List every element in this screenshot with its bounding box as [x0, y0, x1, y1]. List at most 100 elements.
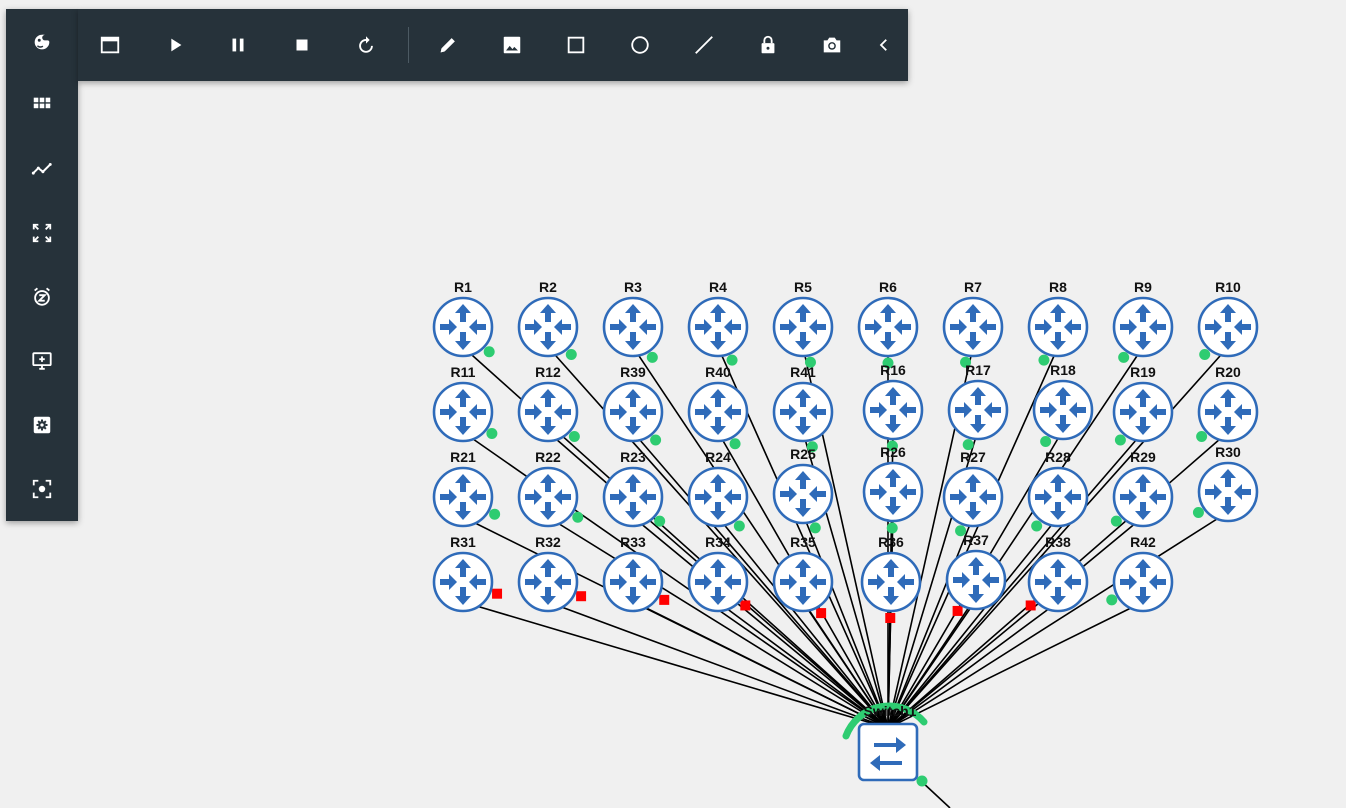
- router-node-r4[interactable]: R4: [687, 279, 749, 358]
- router-label-r4: R4: [709, 279, 727, 295]
- router-icon-r39: [602, 381, 664, 443]
- router-node-r10[interactable]: R10: [1197, 279, 1259, 358]
- link-status-up-r26: [886, 522, 898, 534]
- sidebar: [6, 9, 78, 521]
- router-icon-r1: [432, 296, 494, 358]
- collapse-toolbar-button[interactable]: [864, 25, 904, 65]
- link-status-layer: [483, 346, 1211, 787]
- router-icon-r41: [772, 381, 834, 443]
- router-node-r31[interactable]: R31: [432, 534, 494, 613]
- router-node-r19[interactable]: R19: [1112, 364, 1174, 443]
- insert-image-button[interactable]: [492, 25, 532, 65]
- router-node-r22[interactable]: R22: [517, 449, 579, 528]
- router-node-r20[interactable]: R20: [1197, 364, 1259, 443]
- router-node-r17[interactable]: R17: [947, 362, 1009, 441]
- router-node-r24[interactable]: R24: [687, 449, 749, 528]
- draw-pencil-button[interactable]: [428, 25, 468, 65]
- router-node-r11[interactable]: R11: [432, 364, 494, 443]
- center-focus-button[interactable]: [6, 469, 78, 509]
- router-node-r18[interactable]: R18: [1032, 362, 1094, 441]
- router-node-r9[interactable]: R9: [1112, 279, 1174, 358]
- suspend-all-button[interactable]: [218, 25, 258, 65]
- router-icon-r21: [432, 466, 494, 528]
- link-r27-switch1: [887, 516, 974, 729]
- router-node-r37[interactable]: R37: [945, 532, 1007, 611]
- router-node-r34[interactable]: R34: [687, 534, 749, 613]
- router-label-r5: R5: [794, 279, 812, 295]
- router-node-r8[interactable]: R8: [1027, 279, 1089, 358]
- grid-button[interactable]: [6, 85, 78, 125]
- router-node-r29[interactable]: R29: [1112, 449, 1174, 528]
- router-icon-r22: [517, 466, 579, 528]
- draw-pencil-icon: [437, 34, 459, 56]
- router-node-r32[interactable]: R32: [517, 534, 579, 613]
- router-node-r30[interactable]: R30: [1197, 444, 1259, 523]
- router-node-r25[interactable]: R25: [772, 446, 834, 525]
- router-node-r41[interactable]: R41: [772, 364, 834, 443]
- router-node-r38[interactable]: R38: [1027, 534, 1089, 613]
- router-label-r29: R29: [1130, 449, 1156, 465]
- router-node-r23[interactable]: R23: [602, 449, 664, 528]
- screenshot-icon: [821, 34, 843, 56]
- router-node-r42[interactable]: R42: [1112, 534, 1174, 613]
- router-icon-r8: [1027, 296, 1089, 358]
- router-node-r33[interactable]: R33: [602, 534, 664, 613]
- snooze-alarm-button[interactable]: [6, 277, 78, 317]
- router-node-r28[interactable]: R28: [1027, 449, 1089, 528]
- router-node-r35[interactable]: R35: [772, 534, 834, 613]
- router-node-r6[interactable]: R6: [857, 279, 919, 358]
- router-node-r7[interactable]: R7: [942, 279, 1004, 358]
- router-node-r21[interactable]: R21: [432, 449, 494, 528]
- link-status-up-r21: [489, 508, 501, 520]
- link-status-up-r17: [962, 439, 974, 451]
- router-node-r40[interactable]: R40: [687, 364, 749, 443]
- router-node-r12[interactable]: R12: [517, 364, 579, 443]
- router-label-r24: R24: [705, 449, 731, 465]
- router-node-r39[interactable]: R39: [602, 364, 664, 443]
- router-node-r2[interactable]: R2: [517, 279, 579, 358]
- trend-line-icon: [31, 158, 53, 180]
- router-node-r26[interactable]: R26: [862, 444, 924, 523]
- fit-screen-button[interactable]: [6, 213, 78, 253]
- chameleon-logo-icon: [31, 32, 53, 54]
- link-status-down-r33: [659, 594, 670, 605]
- router-node-r3[interactable]: R3: [602, 279, 664, 358]
- router-node-r36[interactable]: R36: [860, 534, 922, 613]
- link-status-up-r27: [955, 525, 967, 537]
- router-node-r5[interactable]: R5: [772, 279, 834, 358]
- settings-box-button[interactable]: [6, 405, 78, 445]
- router-node-r16[interactable]: R16: [862, 362, 924, 441]
- draw-ellipse-button[interactable]: [620, 25, 660, 65]
- start-all-button[interactable]: [155, 25, 195, 65]
- console-window-button[interactable]: [90, 25, 130, 65]
- lock-items-button[interactable]: [748, 25, 788, 65]
- draw-line-button[interactable]: [684, 25, 724, 65]
- reload-all-button[interactable]: [346, 25, 386, 65]
- router-icon-r12: [517, 381, 579, 443]
- add-to-screen-button[interactable]: [6, 341, 78, 381]
- router-label-r25: R25: [790, 446, 816, 462]
- link-status-up-r3: [646, 351, 658, 363]
- switch-node-switch1[interactable]: Switch1: [857, 703, 919, 782]
- add-to-screen-icon: [31, 350, 53, 372]
- chameleon-logo-button[interactable]: [6, 23, 78, 63]
- router-label-r40: R40: [705, 364, 731, 380]
- router-icon-r37: [945, 549, 1007, 611]
- router-label-r36: R36: [878, 534, 904, 550]
- router-icon-r28: [1027, 466, 1089, 528]
- console-window-icon: [99, 34, 121, 56]
- router-icon-r25: [772, 463, 834, 525]
- link-status-down-r34: [740, 600, 751, 611]
- trend-line-button[interactable]: [6, 149, 78, 189]
- link-r38-switch1: [887, 601, 1059, 729]
- router-node-r27[interactable]: R27: [942, 449, 1004, 528]
- screenshot-button[interactable]: [812, 25, 852, 65]
- stop-all-button[interactable]: [282, 25, 322, 65]
- link-status-up-r39: [650, 434, 662, 446]
- draw-rectangle-button[interactable]: [556, 25, 596, 65]
- router-icon-r3: [602, 296, 664, 358]
- router-node-r1[interactable]: R1: [432, 279, 494, 358]
- link-r25-switch1: [802, 513, 889, 729]
